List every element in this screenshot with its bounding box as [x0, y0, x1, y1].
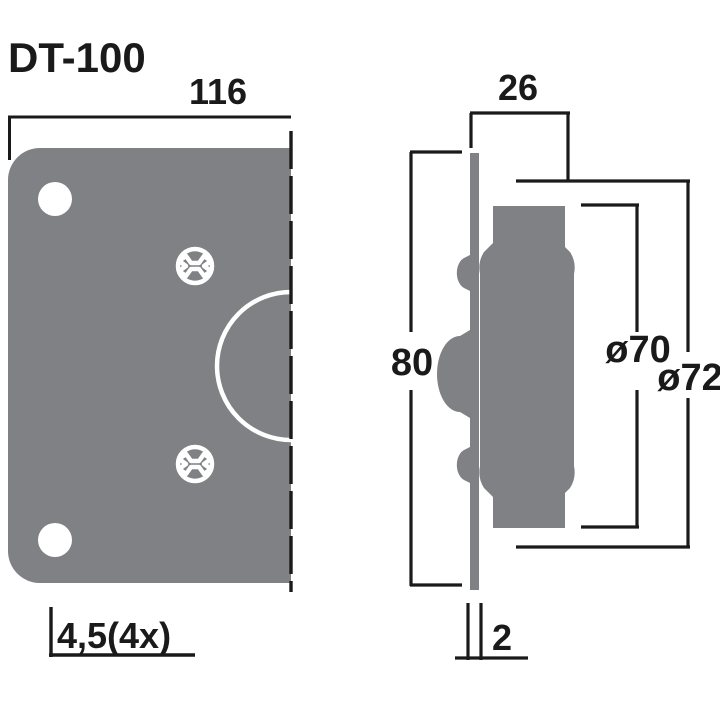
dimension-outer-diameter: ø72	[516, 179, 720, 549]
front-view: 116 4,5(4x)	[8, 71, 293, 657]
horn-body	[493, 206, 565, 528]
dimension-inner-diameter-label: ø70	[605, 329, 670, 371]
dimension-height-label: 80	[391, 342, 433, 384]
dimension-plate-thickness-label: 2	[492, 617, 512, 658]
side-view: 26 80 ø70	[391, 67, 720, 660]
side-mounting-plate	[470, 153, 479, 590]
dimension-plate-thickness: 2	[455, 603, 528, 660]
dimension-hole-diameter-label: 4,5(4x)	[57, 615, 171, 656]
side-tab-top	[456, 255, 470, 291]
screw-head-top	[175, 246, 215, 286]
dimension-width: 116	[8, 71, 291, 160]
dimension-depth-label: 26	[498, 67, 538, 108]
front-plate-body	[8, 148, 291, 583]
mounting-hole-top-left	[38, 182, 72, 216]
mounting-hole-bottom-left	[38, 523, 72, 557]
horn-dome-outline	[214, 289, 292, 443]
dimension-hole-diameter: 4,5(4x)	[49, 607, 195, 657]
dimension-width-label: 116	[189, 71, 247, 112]
dimension-outer-diameter-label: ø72	[657, 357, 720, 399]
side-dome-profile	[437, 330, 470, 418]
dimension-depth: 26	[469, 67, 570, 182]
side-tab-bottom	[456, 447, 470, 483]
dimension-height: 80	[391, 150, 462, 587]
horn-outer-shell-left	[479, 242, 494, 498]
screw-head-bottom	[175, 444, 215, 484]
part-title: DT-100	[8, 34, 146, 81]
dimension-inner-diameter: ø70	[581, 203, 671, 529]
